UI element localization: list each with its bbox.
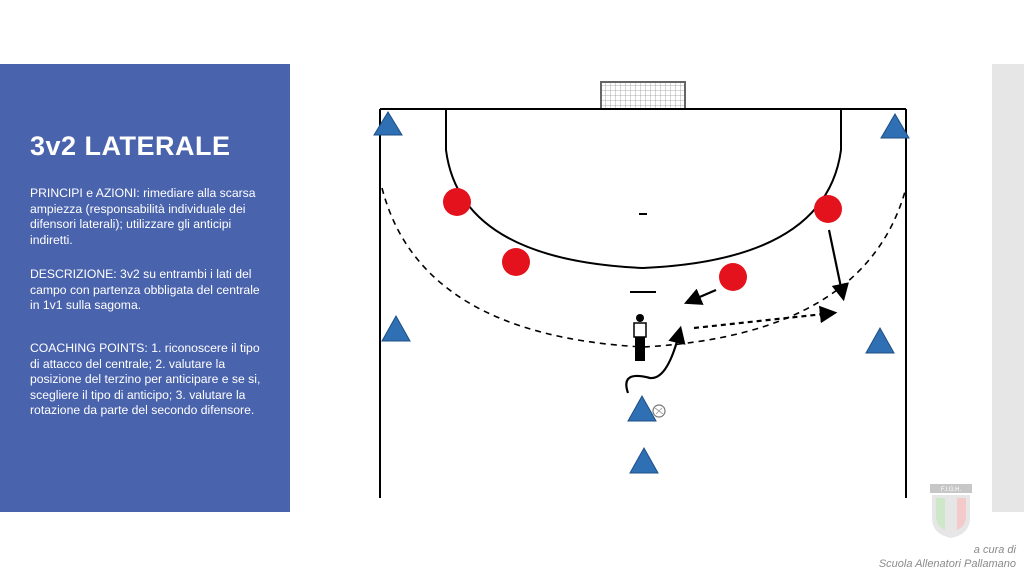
credit-line-2: Scuola Allenatori Pallamano xyxy=(878,558,1016,570)
attacker-triangle-icon xyxy=(865,326,895,354)
slide-title: 3v2 LATERALE xyxy=(30,131,231,161)
principi-text: PRINCIPI e AZIONI: rimediare alla scarsa… xyxy=(30,186,256,247)
attacker-triangle-icon xyxy=(373,111,403,136)
defender-circle-icon xyxy=(719,263,747,291)
credit-line-1: a cura di xyxy=(973,544,1016,556)
attacker-triangle-icon xyxy=(629,446,659,474)
court-lines xyxy=(379,108,907,498)
dummy-figure-icon xyxy=(633,314,647,361)
attacker-triangle-icon xyxy=(381,314,411,342)
attackers xyxy=(373,111,910,474)
descrizione-text: DESCRIZIONE: 3v2 su entrambi i lati del … xyxy=(30,267,260,313)
coaching-text: COACHING POINTS: 1. riconoscere il tipo … xyxy=(30,341,261,418)
movement-arrows xyxy=(625,229,849,394)
defenders xyxy=(443,188,842,291)
text-panel xyxy=(0,64,290,512)
attacker-triangle-icon xyxy=(880,113,910,139)
goal-icon xyxy=(600,81,686,110)
logo-text: F.I.G.H. xyxy=(941,487,962,493)
figh-logo: F.I.G.H. xyxy=(930,484,972,538)
ball-icon xyxy=(652,404,666,418)
free-throw-line xyxy=(381,187,907,348)
defender-circle-icon xyxy=(502,248,530,276)
defender-circle-icon xyxy=(443,188,471,216)
defender-circle-icon xyxy=(814,195,842,223)
side-bar xyxy=(992,64,1024,512)
attacker-triangle-icon xyxy=(627,394,657,422)
